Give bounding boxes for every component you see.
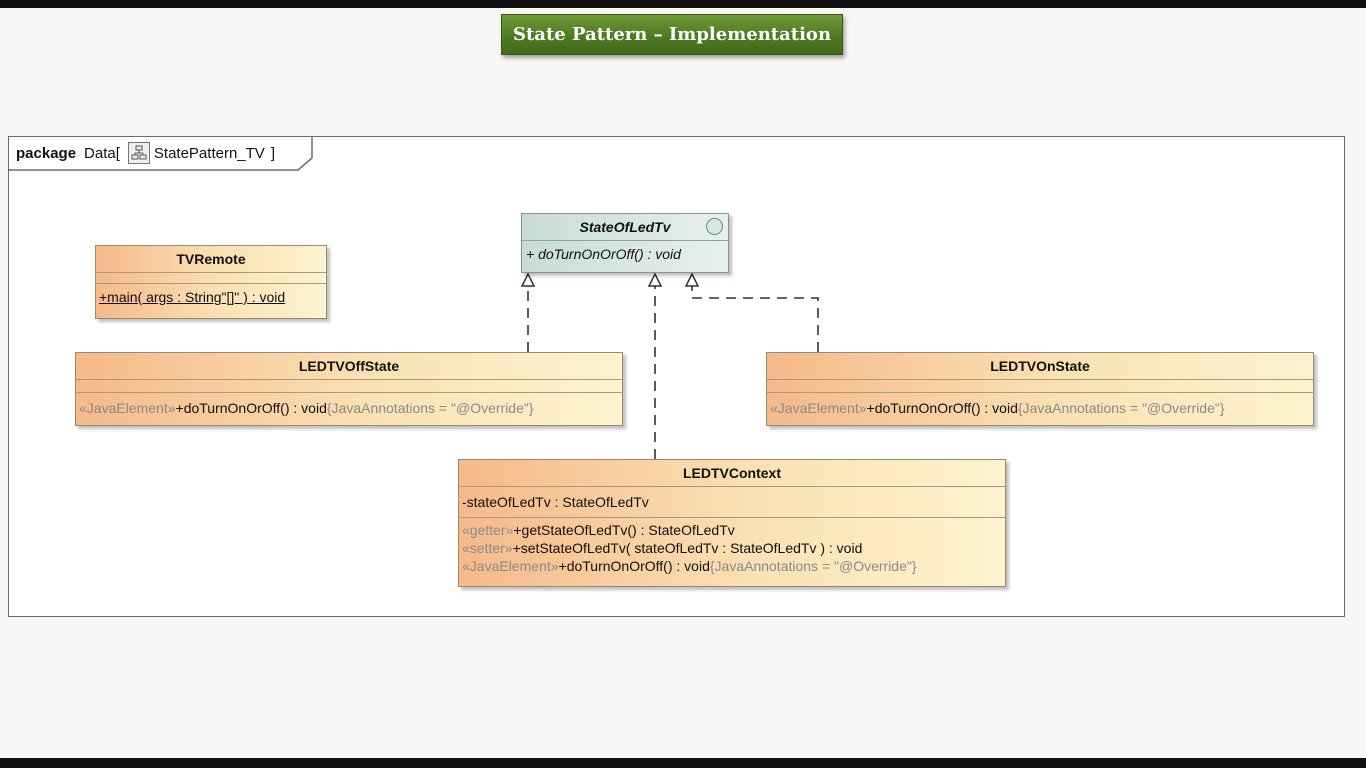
attribute-text: -stateOfLedTv : StateOfLedTv xyxy=(462,494,649,510)
package-tab-outline xyxy=(8,136,313,171)
class-operation: «JavaElement»+doTurnOnOrOff() : void{Jav… xyxy=(767,392,1313,423)
class-name: TVRemote xyxy=(176,251,246,267)
package-close-bracket: ] xyxy=(270,144,275,162)
class-attribute-compartment xyxy=(76,379,622,392)
package-keyword: package xyxy=(16,144,77,162)
package-header: package Data [ StatePattern_TV ] xyxy=(8,136,275,170)
operation-stereotype: «setter» xyxy=(462,540,513,556)
operation-tagged-value: {JavaAnnotations = "@Override"} xyxy=(326,400,534,416)
class-name: LEDTVOffState xyxy=(298,358,400,374)
operation-tagged-value: {JavaAnnotations = "@Override"} xyxy=(709,558,917,574)
realization-onstate-arrow xyxy=(684,272,700,287)
operation-text: +doTurnOnOrOff() : void xyxy=(866,400,1018,416)
interface-stateofledtv[interactable]: StateOfLedTv + doTurnOnOrOff() : void xyxy=(521,213,729,273)
operation-stereotype: «JavaElement» xyxy=(462,558,559,574)
top-border xyxy=(0,0,1366,8)
operation-text: +doTurnOnOrOff() : void xyxy=(175,400,327,416)
class-diagram-icon xyxy=(127,142,150,164)
operation-text: +getStateOfLedTv() : StateOfLedTv xyxy=(513,522,735,538)
operation-stereotype: «getter» xyxy=(462,522,514,538)
class-attribute: -stateOfLedTv : StateOfLedTv xyxy=(459,486,1005,517)
class-ledtvcontext[interactable]: LEDTVContext -stateOfLedTv : StateOfLedT… xyxy=(458,459,1006,587)
package-name: Data xyxy=(84,144,116,162)
class-ledtvonstate[interactable]: LEDTVOnState «JavaElement»+doTurnOnOrOff… xyxy=(766,352,1314,426)
operation-text: +setStateOfLedTv( stateOfLedTv : StateOf… xyxy=(512,540,863,556)
class-name: LEDTVContext xyxy=(683,465,781,481)
interface-circle-icon xyxy=(706,218,723,235)
realization-onstate xyxy=(691,284,819,352)
interface-operation: + doTurnOnOrOff() : void xyxy=(522,240,728,267)
class-attribute-compartment xyxy=(96,272,326,283)
class-operation: «JavaElement»+doTurnOnOrOff() : void{Jav… xyxy=(459,557,1005,575)
class-operation: +main( args : String"[]" ) : void xyxy=(96,283,326,310)
package-open-bracket: [ xyxy=(115,144,120,162)
slide-title: State Pattern – Implementation xyxy=(501,14,843,55)
operation-text: +doTurnOnOrOff() : void xyxy=(558,558,710,574)
class-ledtvoffstate[interactable]: LEDTVOffState «JavaElement»+doTurnOnOrOf… xyxy=(75,352,623,426)
class-operation-compartment: «getter»+getStateOfLedTv() : StateOfLedT… xyxy=(459,517,1005,575)
interface-name: StateOfLedTv xyxy=(579,219,671,235)
class-tvremote[interactable]: TVRemote +main( args : String"[]" ) : vo… xyxy=(95,245,327,319)
realization-offstate-arrow xyxy=(520,272,536,287)
operation-text: +main( args : String"[]" ) : void xyxy=(99,289,286,305)
operation-stereotype: «JavaElement» xyxy=(770,400,867,416)
package-diagram-name: StatePattern_TV xyxy=(153,144,265,162)
operation-tagged-value: {JavaAnnotations = "@Override"} xyxy=(1017,400,1225,416)
class-operation: «setter»+setStateOfLedTv( stateOfLedTv :… xyxy=(459,539,1005,557)
bottom-border xyxy=(0,758,1366,768)
class-name: LEDTVOnState xyxy=(990,358,1090,374)
class-operation: «JavaElement»+doTurnOnOrOff() : void{Jav… xyxy=(76,392,622,423)
operation-stereotype: «JavaElement» xyxy=(79,400,176,416)
class-attribute-compartment xyxy=(767,379,1313,392)
class-operation: «getter»+getStateOfLedTv() : StateOfLedT… xyxy=(459,521,1005,539)
realization-context-arrow xyxy=(647,272,663,287)
